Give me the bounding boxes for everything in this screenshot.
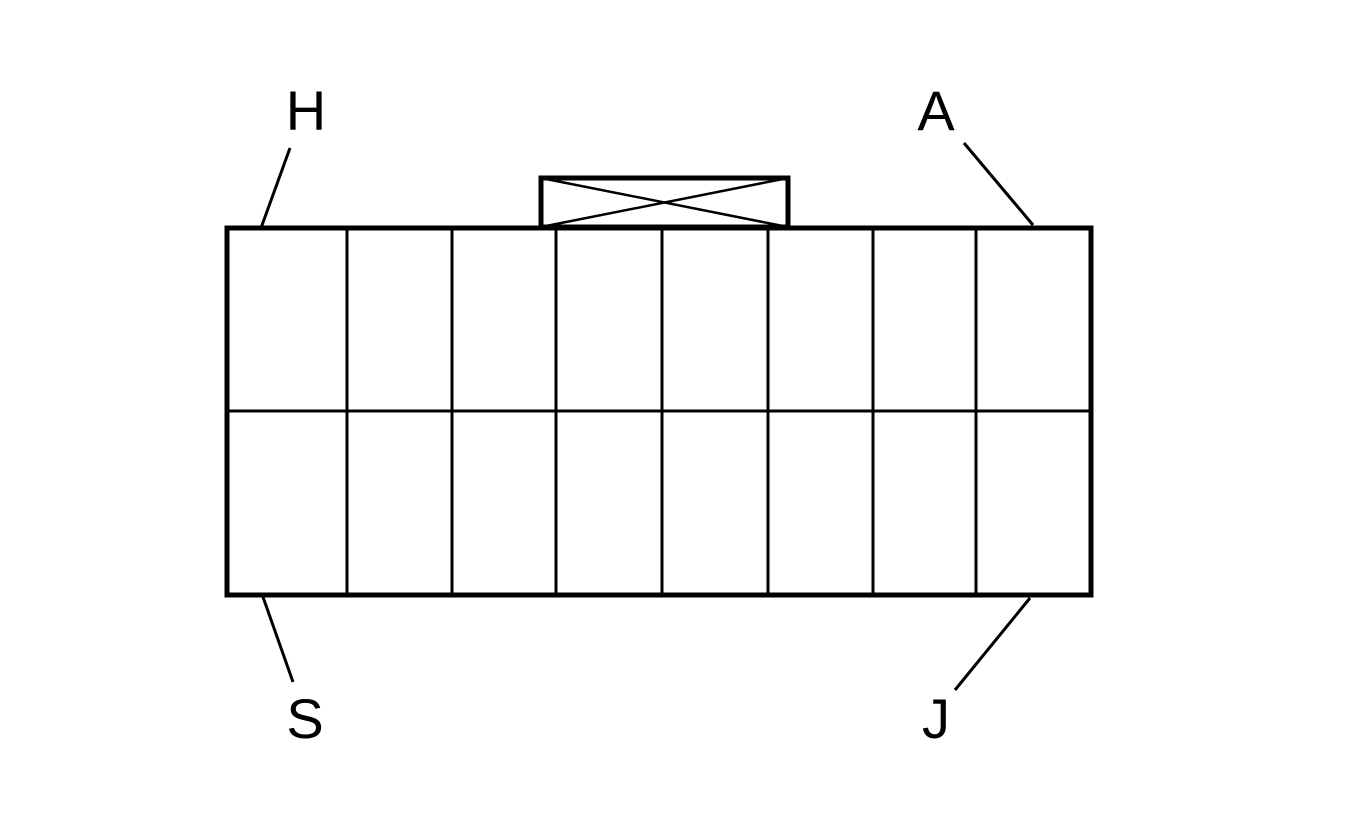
locking-tab-cross-line-2 (540, 176, 789, 229)
label-top-left: H (286, 79, 326, 142)
leader-line-bottom-left (261, 596, 295, 683)
locking-tab (538, 175, 791, 230)
leader-line-bottom-right (953, 597, 1032, 691)
column-dividers (345, 228, 978, 595)
leader-lines (259, 142, 1035, 691)
label-bottom-left: S (286, 687, 323, 750)
leader-line-top-right (962, 142, 1035, 226)
label-top-right: A (917, 79, 955, 142)
label-bottom-right: J (922, 687, 950, 750)
leader-line-top-left (259, 147, 292, 229)
